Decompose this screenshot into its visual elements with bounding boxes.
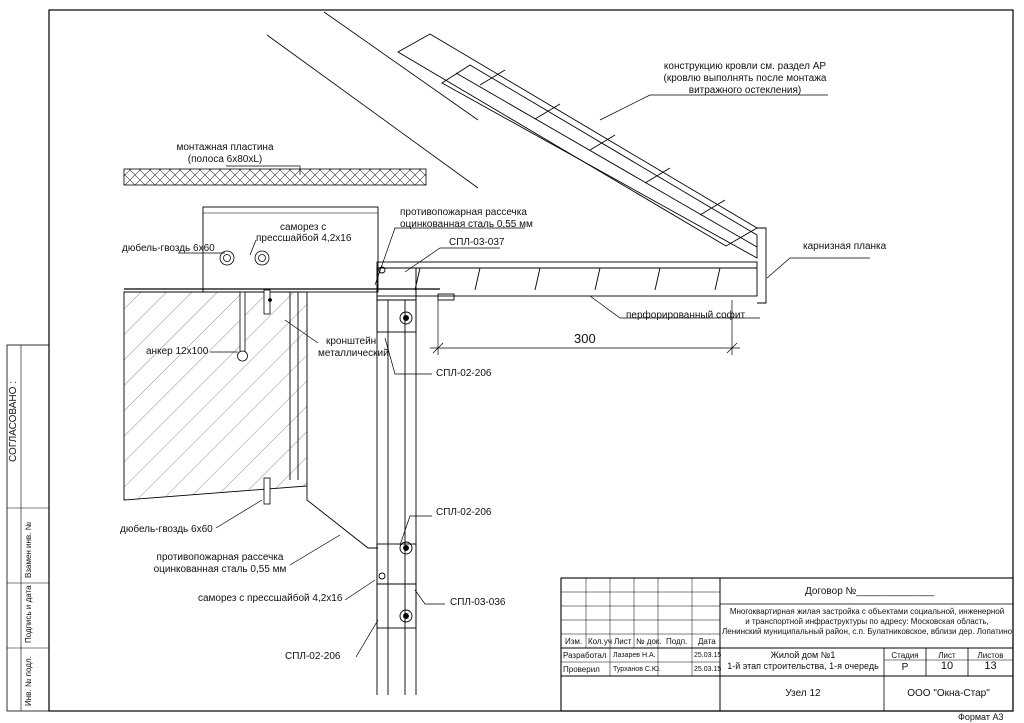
project-line-3: Ленинский муниципальный район, с.п. Була…	[722, 627, 1013, 636]
dimension-300	[430, 300, 740, 355]
fire-top-label-2: оцинкованная сталь 0,55 мм	[400, 219, 533, 230]
screw-bottom-label: саморез с прессшайбой 4,2х16	[198, 593, 343, 604]
sheet-frame	[6, 9, 1014, 712]
side-replace: Взамен инв. №	[24, 521, 33, 578]
plate-label-2: (полоса 6х80хL)	[187, 154, 263, 165]
project-line-1: Многоквартирная жилая застройка с объект…	[729, 607, 1005, 616]
row1-date: 25.03.15	[694, 652, 722, 659]
fire-bottom-label-1: противопожарная рассечка	[156, 552, 284, 563]
col-kol: Кол.уч	[588, 637, 612, 646]
project-line-2: и транспортной инфраструктуры по адресу:…	[745, 617, 989, 626]
node-title: Узел 12	[785, 688, 821, 699]
roof-slope-lines	[266, 11, 479, 189]
spl-036-label: СПЛ-03-036	[450, 597, 506, 608]
bracket-label-1: кронштейн	[326, 336, 377, 347]
object-line-2: 1-й этап строительства, 1-я очередь	[727, 661, 879, 671]
company-name: ООО "Окна-Стар"	[907, 688, 990, 699]
dowel-bottom-label: дюбель-гвоздь 6х60	[120, 524, 213, 535]
fire-bottom-label-2: оцинкованная сталь 0,55 мм	[153, 564, 287, 575]
spl-206-label-b: СПЛ-02-206	[436, 507, 492, 518]
side-agreed: СОГЛАСОВАНО :	[8, 381, 19, 462]
sheets-value: 13	[984, 660, 997, 672]
col-doc: № док.	[636, 637, 662, 646]
title-block-grid	[560, 577, 1014, 712]
col-sign: Подп.	[666, 637, 688, 646]
row2-name: Турханов С.Ю.	[613, 666, 661, 673]
leader-lines	[178, 94, 870, 658]
roof-note-line-1: конструкцию кровли см. раздел АР	[663, 61, 827, 72]
plate-label-1: монтажная пластина	[176, 142, 274, 153]
sheets-header: Листов	[977, 651, 1004, 660]
row1-role: Разработал	[563, 651, 607, 660]
format-label: Формат А3	[958, 712, 1004, 722]
row2-role: Проверил	[563, 665, 600, 674]
row2-date: 25.03.15	[694, 666, 722, 673]
col-izm: Изм.	[565, 637, 583, 646]
contract-number: Договор №______________	[805, 586, 935, 597]
roof-note-line-3: витражного остекления)	[688, 85, 802, 96]
soffit	[376, 227, 767, 304]
dowel-top-label: дюбель-гвоздь 6х60	[122, 243, 215, 254]
row1-name: Лазарев Н.А.	[613, 652, 656, 659]
stage-value: Р	[901, 662, 909, 673]
screw-top-label-2: прессшайбой 4,2х16	[256, 233, 352, 244]
side-sign: Подпись и дата	[24, 585, 33, 643]
fasteners	[219, 250, 272, 505]
soffit-label: перфорированный софит	[626, 310, 746, 321]
spl-206-label-a: СПЛ-02-206	[436, 368, 492, 379]
sheet-value: 10	[940, 660, 954, 672]
side-inv: Инв. № подл.	[24, 656, 33, 706]
col-date: Дата	[698, 637, 716, 646]
spl-037-label: СПЛ-03-037	[449, 237, 505, 248]
stage-header: Стадия	[891, 651, 919, 660]
anchor-label: анкер 12х100	[146, 346, 209, 357]
roof-note-line-2: (кровлю выполнять после монтажа	[663, 73, 827, 84]
sheet-header: Лист	[938, 651, 956, 660]
dimension-300-label: 300	[574, 331, 596, 346]
fire-top-label-1: противопожарная рассечка	[400, 207, 527, 218]
col-list: Лист	[614, 637, 632, 646]
glazing-profile	[376, 266, 417, 695]
object-line-1: Жилой дом №1	[770, 650, 836, 660]
spl-206-label-c: СПЛ-02-206	[285, 651, 341, 662]
mounting-plate	[123, 168, 427, 186]
eaves-label: карнизная планка	[803, 241, 887, 252]
bracket-label-2: металлический	[318, 348, 389, 359]
screw-top-label-1: саморез с	[280, 222, 327, 233]
